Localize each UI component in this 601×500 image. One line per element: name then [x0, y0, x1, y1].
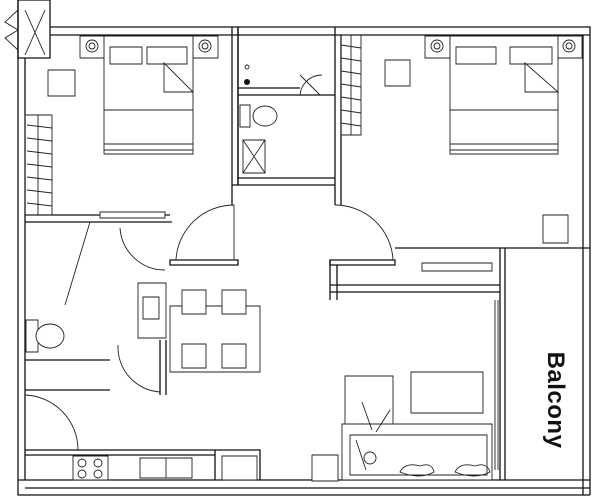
doors [25, 75, 393, 450]
dining-set [138, 283, 260, 372]
wardrobe-2 [341, 35, 361, 135]
exterior-walls [5, 0, 590, 495]
wardrobe [25, 115, 52, 215]
toilet [26, 320, 64, 352]
bathroom-fixtures [240, 65, 277, 173]
living-room [312, 300, 498, 481]
kitchen [73, 456, 257, 480]
bedroom-2-furniture [341, 35, 582, 271]
bedroom-1-furniture [25, 36, 218, 218]
balcony-label: Balcony [542, 351, 569, 449]
